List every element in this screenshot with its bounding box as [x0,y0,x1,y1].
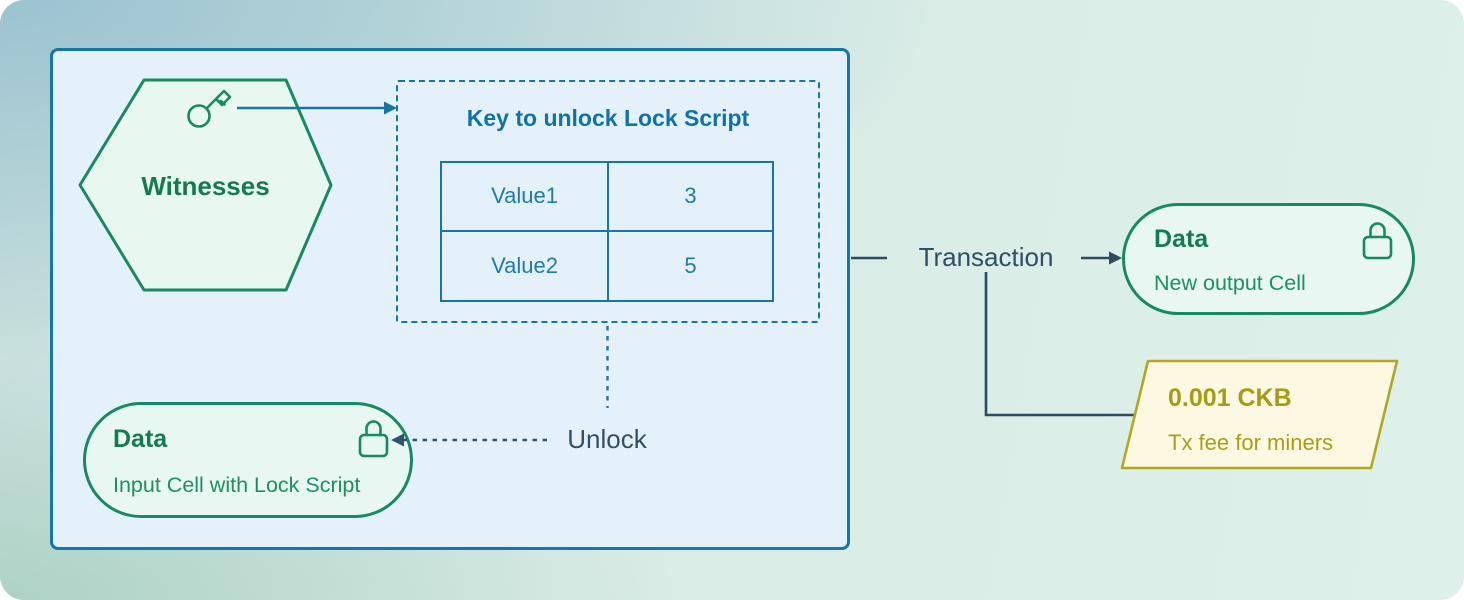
transaction-arrow [1081,251,1122,265]
table-cell: Value1 [442,163,609,232]
input-cell-pill [83,402,413,518]
key-box [396,80,820,323]
input-cell-subtitle: Input Cell with Lock Script [113,473,361,497]
key-value-table: Value1 3 Value2 5 [440,161,774,302]
output-cell-pill [1122,203,1415,315]
input-cell-title: Data [113,425,168,453]
table-cell: 3 [609,163,772,232]
fee-note: Tx fee for miners [1168,430,1334,455]
table-cell: Value2 [442,231,609,300]
table-cell: 5 [684,252,697,278]
key-box-title: Key to unlock Lock Script [466,105,750,131]
output-cell-title: Data [1154,225,1209,253]
output-cell-subtitle: New output Cell [1154,271,1306,295]
fee-amount: 0.001 CKB [1168,384,1292,412]
unlock-label: Unlock [567,424,647,454]
witnesses-label: Witnesses [141,171,270,201]
fee-connector-line [984,272,1136,417]
transaction-label: Transaction [918,242,1054,272]
